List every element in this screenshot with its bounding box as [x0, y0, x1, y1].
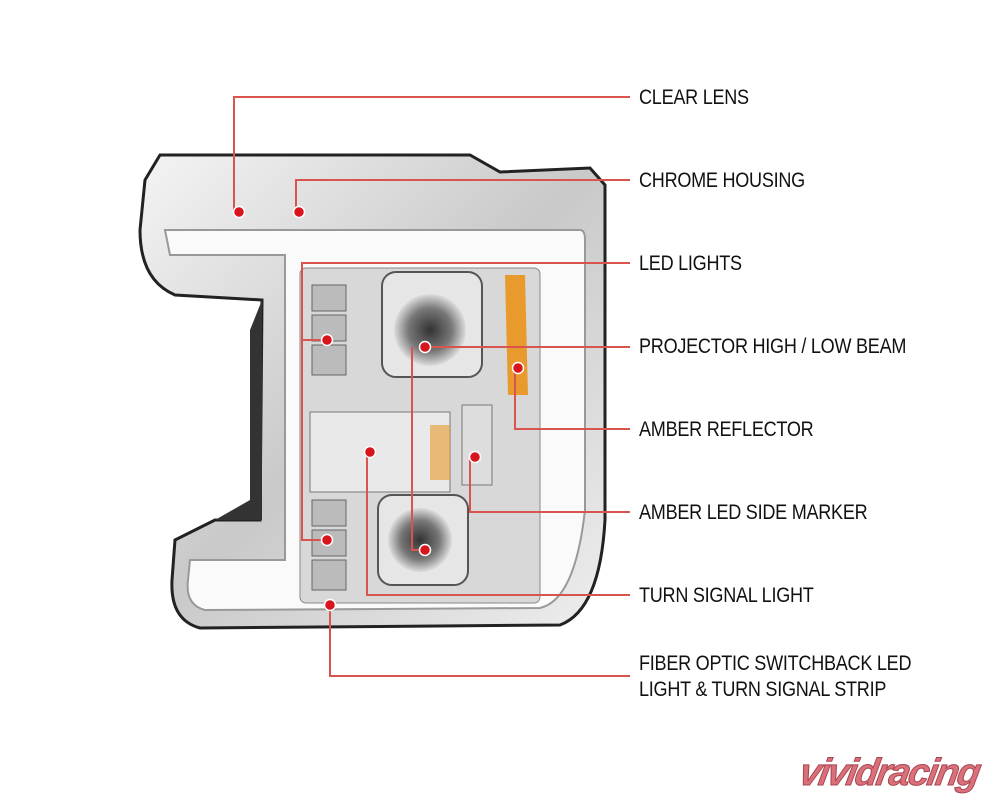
vividracing-logo: vividracing — [796, 752, 983, 795]
callout-line-led-lights — [301, 262, 630, 341]
label-projector-beam: PROJECTOR HIGH / LOW BEAM — [639, 335, 907, 358]
label-turn-signal-light: TURN SIGNAL LIGHT — [639, 584, 814, 607]
turn-signal-reflector — [309, 411, 451, 493]
side-marker — [461, 404, 493, 486]
label-amber-led-side-marker: AMBER LED SIDE MARKER — [639, 501, 868, 524]
projector-low-lens — [388, 508, 452, 572]
callout-line-led-lights-lower — [301, 340, 327, 541]
callout-line-fiber-optic — [329, 605, 630, 677]
label-chrome-housing: CHROME HOUSING — [639, 169, 805, 192]
label-fiber-optic-line1: FIBER OPTIC SWITCHBACK LED — [639, 652, 912, 675]
label-led-lights: LED LIGHTS — [639, 252, 742, 275]
label-fiber-optic-line2: LIGHT & TURN SIGNAL STRIP — [639, 678, 887, 701]
label-clear-lens: CLEAR LENS — [639, 86, 749, 109]
amber-reflector — [505, 275, 528, 395]
label-amber-reflector: AMBER REFLECTOR — [639, 418, 814, 441]
callout-dots — [232, 205, 525, 612]
projector-high-lens — [394, 294, 466, 366]
